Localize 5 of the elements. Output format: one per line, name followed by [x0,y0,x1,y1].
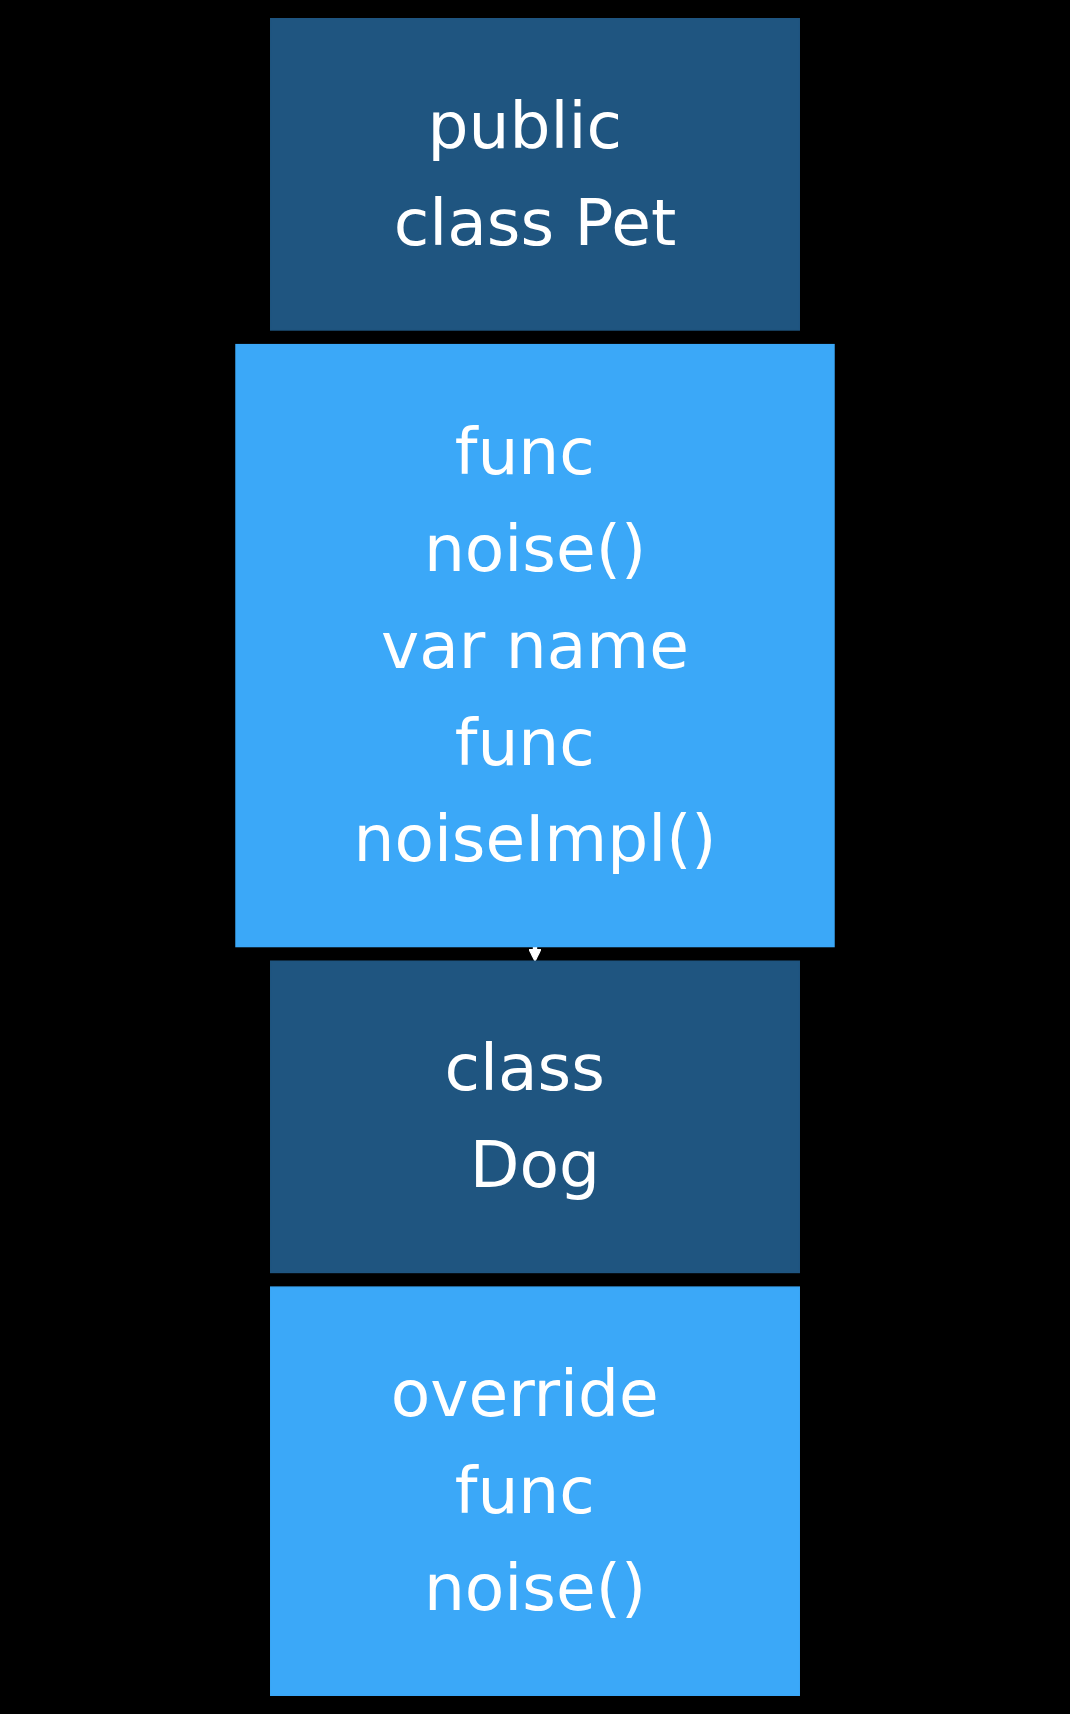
arrow [528,945,542,962]
node-box: class Dog [270,960,800,1274]
node-box: func noise() var name func noiseImpl() [235,343,835,948]
node-box: public class Pet [270,18,800,331]
node-box: override func noise() [270,1286,800,1696]
